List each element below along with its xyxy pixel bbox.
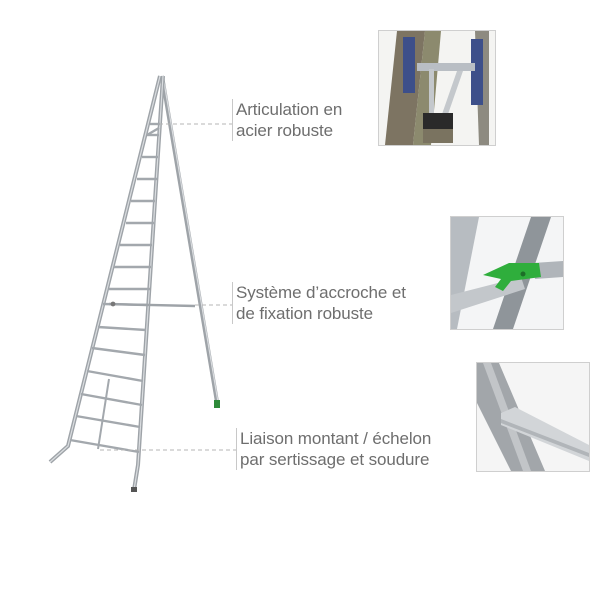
- spreader-bar: [108, 302, 196, 308]
- callout-liaison: Liaison montant / échelon par sertissage…: [236, 428, 431, 470]
- rear-pole: [160, 75, 220, 408]
- crimped-rung-joint-detail-photo: [476, 362, 590, 472]
- right-rail: [131, 75, 165, 492]
- callout-liaison-line1: Liaison montant / échelon: [240, 429, 432, 448]
- green-hook-clip-detail-photo: [450, 216, 564, 330]
- steel-hinge-detail-photo: [378, 30, 496, 146]
- callout-articulation-line1: Articulation en: [236, 100, 343, 119]
- callout-accroche: Système d’accroche et de fixation robust…: [232, 282, 406, 324]
- callout-liaison-line2: par sertissage et soudure: [240, 450, 430, 469]
- callout-accroche-line2: de fixation robuste: [236, 304, 374, 323]
- ladder-rungs: [69, 122, 160, 454]
- callout-accroche-line1: Système d’accroche et: [236, 283, 406, 302]
- callout-articulation-line2: acier robuste: [236, 121, 333, 140]
- leader-lines: [100, 123, 236, 451]
- rear-foot-cap: [214, 400, 220, 408]
- left-rail: [48, 75, 162, 464]
- callout-articulation: Articulation en acier robuste: [232, 99, 342, 141]
